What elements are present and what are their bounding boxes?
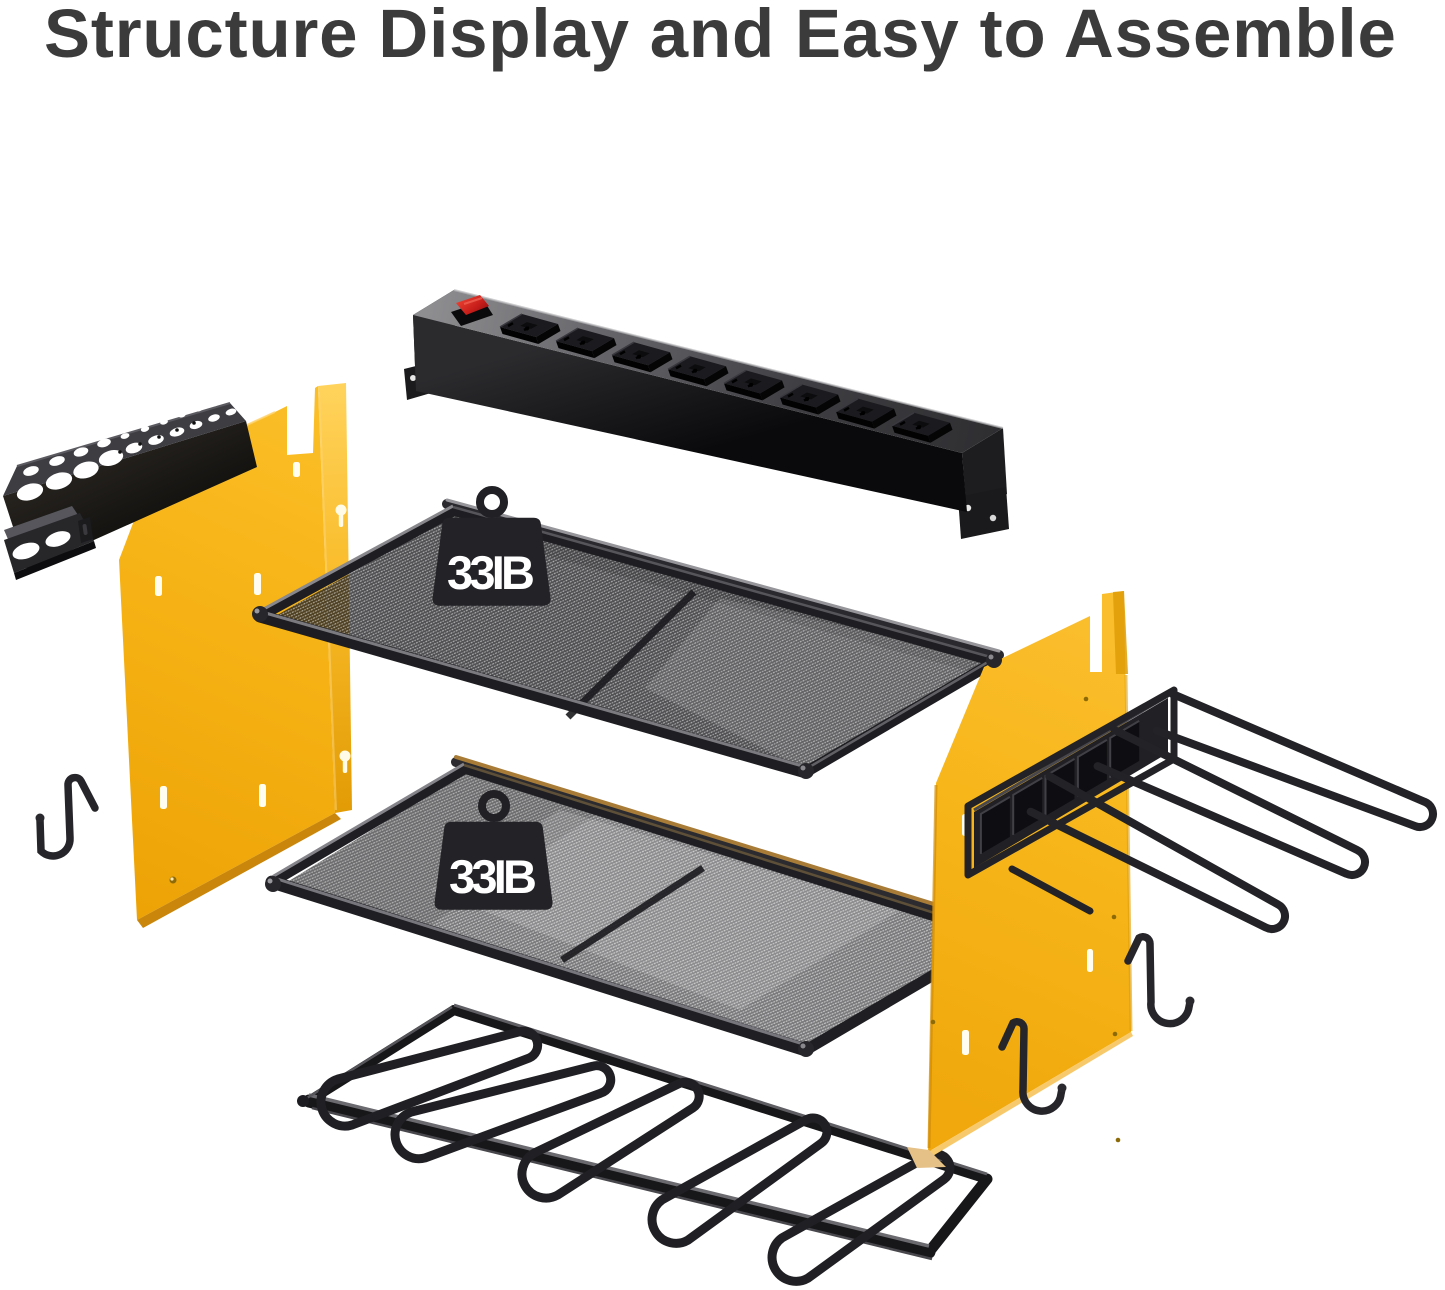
svg-text:33IB: 33IB: [447, 546, 535, 599]
svg-text:33IB: 33IB: [449, 850, 537, 903]
